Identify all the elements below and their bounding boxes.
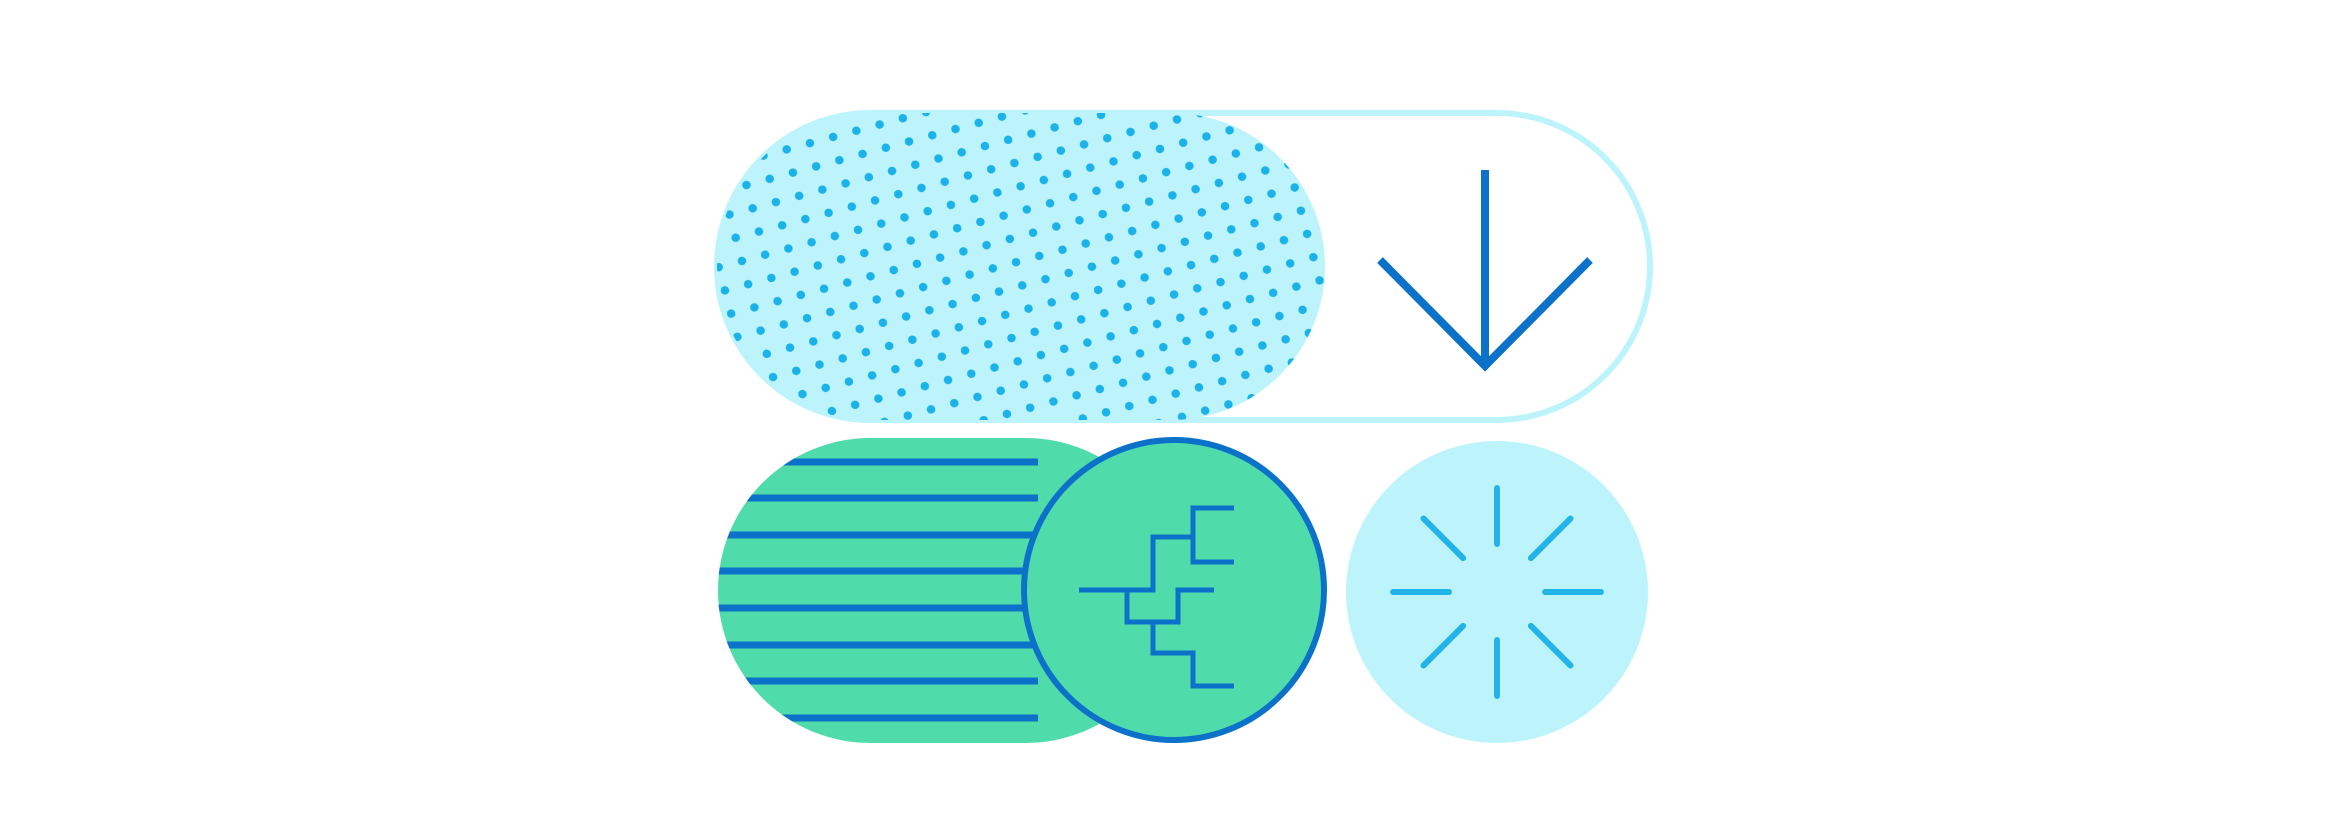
stripe-line — [718, 714, 1038, 722]
stripe-line — [718, 677, 1038, 685]
spinner-ray — [1420, 515, 1467, 562]
bracket-tree-icon — [1079, 505, 1234, 689]
spinner-ray — [1527, 515, 1574, 562]
bottom-toggle — [718, 437, 1327, 743]
dot-pattern — [717, 113, 1325, 420]
spinner-ray — [1527, 622, 1574, 669]
stripe-line — [718, 494, 1038, 502]
top-toggle — [714, 110, 1653, 423]
spinner-ray — [1420, 622, 1467, 669]
spinner-circle — [1346, 441, 1648, 743]
arrow-down-icon — [1377, 170, 1593, 372]
bottom-toggle-knob — [1021, 437, 1327, 743]
stripe-line — [718, 567, 1038, 575]
loading-spinner-icon — [1390, 485, 1604, 699]
stripe-line — [718, 531, 1038, 539]
stripe-line — [718, 458, 1038, 466]
stripe-line — [718, 604, 1038, 612]
stripe-line — [718, 641, 1038, 649]
stripe-pattern — [718, 458, 1038, 722]
